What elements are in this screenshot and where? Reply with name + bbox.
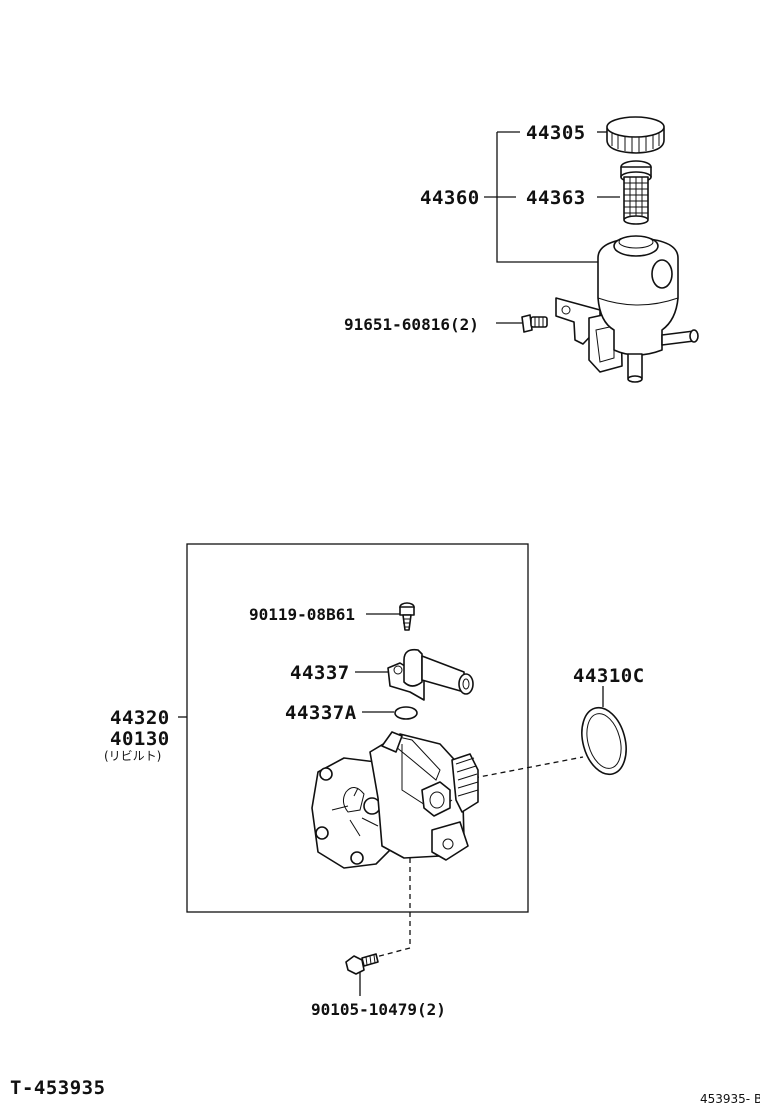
- reservoir-tank: [555, 235, 699, 383]
- assembly-frame: [186, 543, 529, 913]
- diagram-id: T-453935: [10, 1077, 106, 1099]
- dash-90105: [371, 858, 411, 959]
- label-44310C: 44310C: [573, 665, 645, 687]
- reservoir-strainer: [620, 160, 652, 225]
- bolt-91651: [521, 314, 548, 333]
- power-steering-pump: [311, 731, 479, 869]
- pump-group: 90119-08B61 44337 44337A 44310C 44320 40…: [104, 543, 645, 1019]
- o-ring-44310C: [581, 706, 627, 776]
- label-40130: 40130: [110, 728, 170, 750]
- reference-code: 453935- B: [700, 1092, 760, 1106]
- bolt-90105: [345, 953, 379, 975]
- label-44363: 44363: [526, 187, 586, 209]
- label-44360: 44360: [420, 187, 480, 209]
- rebuilt-note: (リビルト): [104, 749, 161, 763]
- union-fitting-44337: [387, 648, 474, 701]
- label-44320: 44320: [110, 707, 170, 729]
- label-44305: 44305: [526, 122, 586, 144]
- label-90119: 90119-08B61: [249, 605, 355, 624]
- label-91651: 91651-60816(2): [344, 315, 479, 334]
- reservoir-group: 44305 44360 44363 91651-60816(2): [344, 116, 699, 383]
- label-44337: 44337: [290, 662, 350, 684]
- reservoir-cap: [606, 116, 665, 154]
- bolt-90119: [399, 602, 415, 631]
- dash-44310C: [473, 756, 584, 779]
- bracket-44360: [496, 132, 598, 263]
- label-90105: 90105-10479(2): [311, 1000, 446, 1019]
- o-ring-44337A: [394, 706, 418, 720]
- label-44337A: 44337A: [285, 702, 357, 724]
